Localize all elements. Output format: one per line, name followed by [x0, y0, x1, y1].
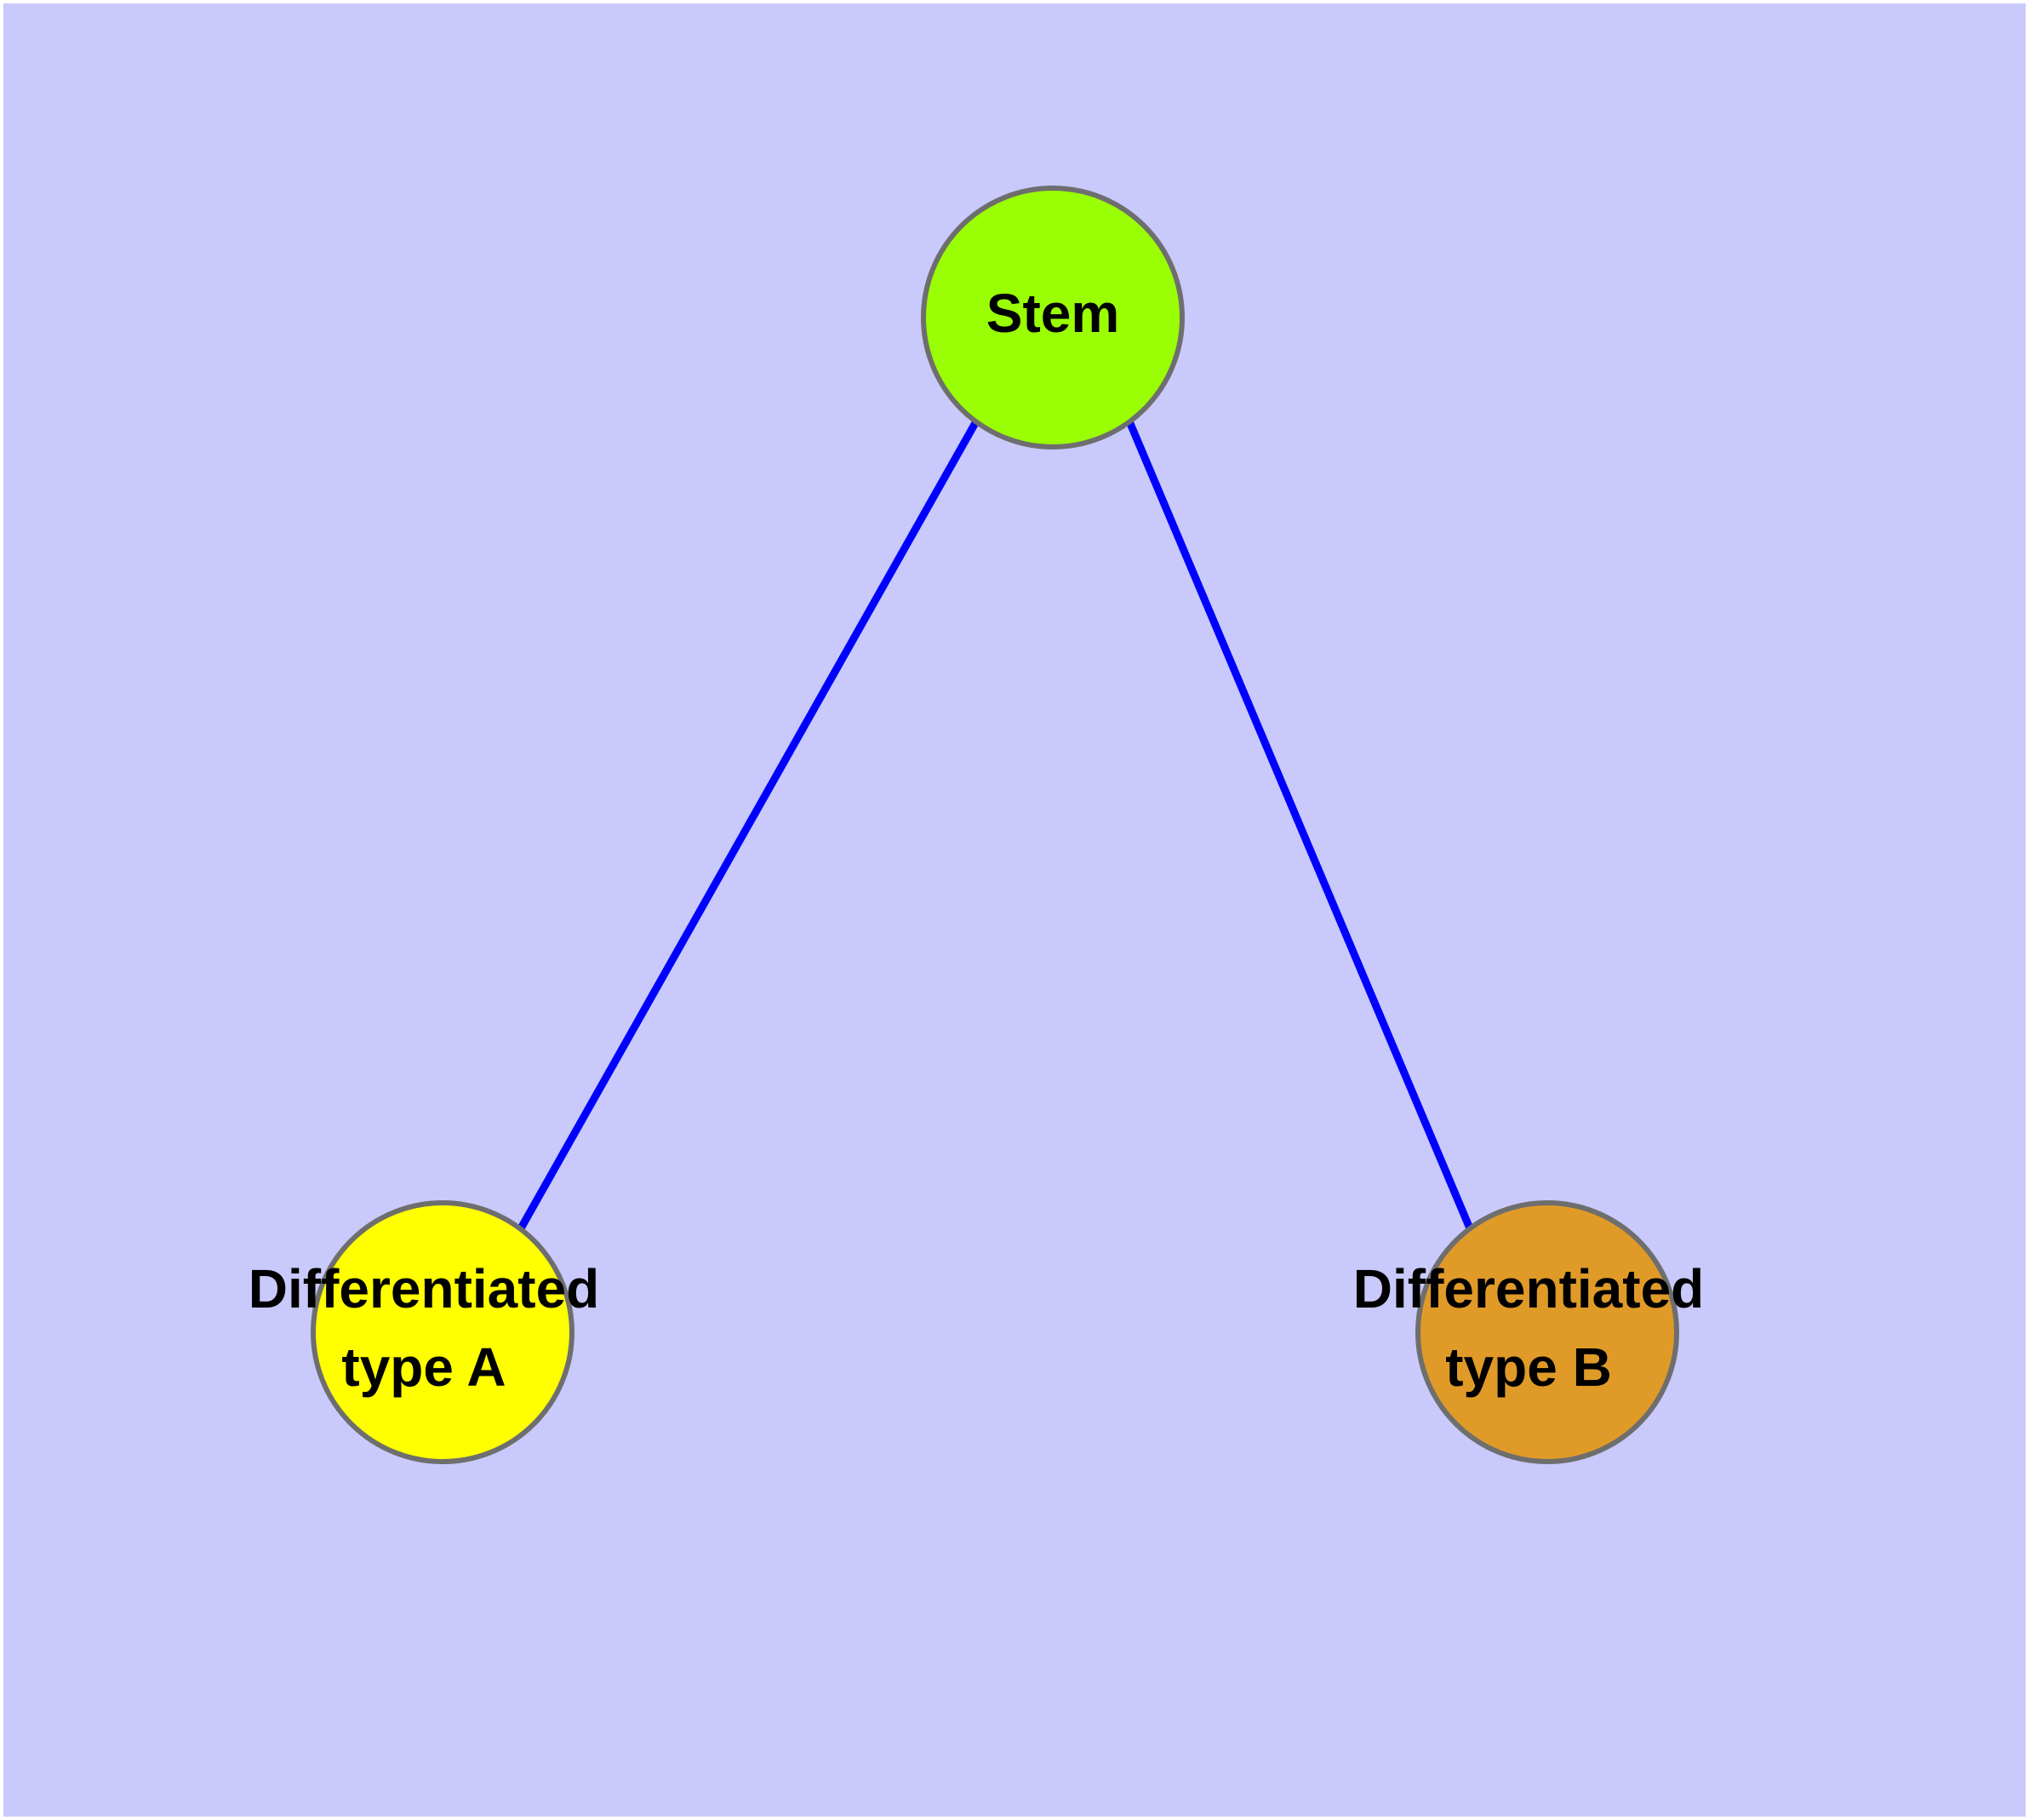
- node-label-line: Stem: [986, 283, 1120, 344]
- node-label-line: type B: [1445, 1336, 1612, 1398]
- node-label-line: Differentiated: [249, 1258, 600, 1319]
- graph-node-stem[interactable]: Stem: [921, 186, 1185, 449]
- node-label-diff_b: Differentiated type B: [1353, 1258, 1705, 1398]
- graph-node-diff_b[interactable]: Differentiated type B: [1353, 1200, 1705, 1464]
- graph-edge-stem-to-diff_a[interactable]: [517, 419, 980, 1231]
- node-circle-diff_a[interactable]: [311, 1200, 574, 1464]
- node-label-line: type A: [341, 1336, 506, 1398]
- node-circle-diff_b[interactable]: [1415, 1200, 1679, 1464]
- edge-layer: [517, 419, 1474, 1231]
- node-label-stem: Stem: [986, 283, 1120, 344]
- node-label-diff_a: Differentiated type A: [249, 1258, 600, 1398]
- node-circle-stem[interactable]: [921, 186, 1185, 449]
- node-label-line: Differentiated: [1353, 1258, 1705, 1319]
- graph-edge-stem-to-diff_b[interactable]: [1125, 420, 1474, 1230]
- graph-node-diff_a[interactable]: Differentiated type A: [249, 1200, 600, 1464]
